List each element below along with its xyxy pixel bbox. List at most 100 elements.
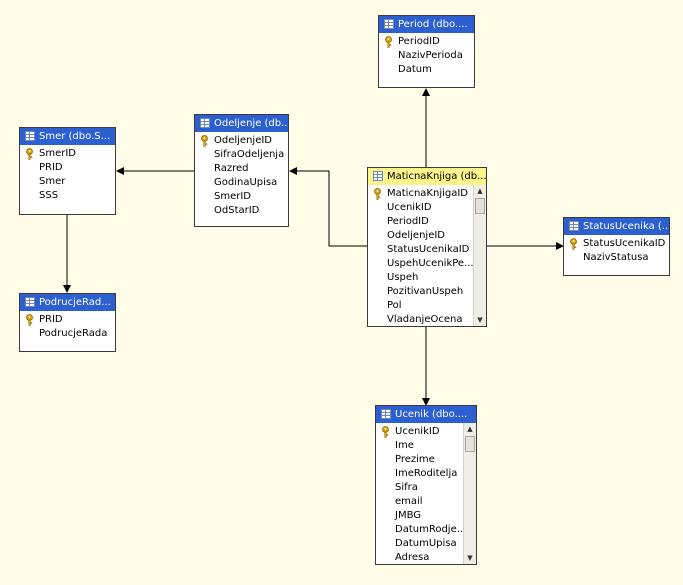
table-icon bbox=[25, 297, 35, 307]
column-row[interactable]: SmerID bbox=[195, 190, 288, 204]
table-header[interactable]: Period (dbo.... bbox=[379, 16, 474, 33]
table-icon bbox=[381, 409, 391, 419]
table-icon bbox=[569, 221, 579, 231]
table-header[interactable]: Ucenik (dbo.... bbox=[376, 406, 476, 423]
column-row[interactable]: PozitivanUspeh bbox=[368, 285, 486, 299]
column-row[interactable]: OdStarID bbox=[195, 204, 288, 218]
column-row[interactable]: OdeljenjeID bbox=[368, 229, 486, 243]
column-row[interactable]: Ime bbox=[376, 439, 476, 453]
table-header[interactable]: PodrucjeRad... bbox=[20, 294, 115, 311]
column-name: SSS bbox=[39, 190, 59, 201]
scroll-up-icon[interactable]: ▲ bbox=[467, 425, 473, 433]
column-row[interactable]: JMBG bbox=[376, 509, 476, 523]
scroll-down-icon[interactable]: ▼ bbox=[477, 316, 483, 324]
table-header[interactable]: Smer (dbo.S... bbox=[20, 128, 115, 145]
column-row[interactable]: StatusUcenikaID bbox=[368, 243, 486, 257]
column-row[interactable]: VladanjeOcena bbox=[368, 313, 486, 326]
column-name: Smer bbox=[39, 176, 66, 187]
column-name: UcenikID bbox=[395, 426, 440, 437]
column-name: Ime bbox=[395, 440, 414, 451]
column-row[interactable]: PeriodID bbox=[368, 215, 486, 229]
column-name: PRID bbox=[39, 314, 63, 325]
primary-key-icon bbox=[385, 36, 392, 48]
primary-key-icon bbox=[382, 426, 389, 438]
column-row[interactable]: NazivPerioda bbox=[379, 49, 474, 63]
vertical-scrollbar[interactable]: ▲▼ bbox=[463, 423, 476, 564]
column-row[interactable]: SmerID bbox=[20, 147, 115, 161]
column-row[interactable]: PeriodID bbox=[379, 35, 474, 49]
column-row[interactable]: StatusUcenikaID bbox=[564, 237, 669, 251]
column-name: ImeRoditelja bbox=[395, 468, 458, 479]
column-row[interactable]: ImeRoditelja bbox=[376, 467, 476, 481]
column-row[interactable]: UcenikID bbox=[376, 425, 476, 439]
column-row[interactable]: email bbox=[376, 495, 476, 509]
column-row[interactable]: UcenikID bbox=[368, 201, 486, 215]
column-name: Uspeh bbox=[387, 272, 419, 283]
scrollbar-thumb[interactable] bbox=[475, 198, 485, 214]
column-name: StatusUcenikaID bbox=[387, 244, 470, 255]
column-name: Prezime bbox=[395, 454, 435, 465]
column-list: PRID PodrucjeRada bbox=[20, 311, 115, 341]
table-statusucenika[interactable]: StatusUcenika (... StatusUcenikaID NazivSt… bbox=[563, 217, 670, 276]
column-row[interactable]: Adresa bbox=[376, 551, 476, 564]
scrollbar-thumb[interactable] bbox=[465, 436, 475, 452]
column-row[interactable]: DatumRodje... bbox=[376, 523, 476, 537]
column-name: VladanjeOcena bbox=[387, 314, 463, 325]
column-row[interactable]: Uspeh bbox=[368, 271, 486, 285]
column-name: PodrucjeRada bbox=[39, 328, 108, 339]
column-row[interactable]: Smer bbox=[20, 175, 115, 189]
column-name: StatusUcenikaID bbox=[583, 238, 666, 249]
column-row[interactable]: Sifra bbox=[376, 481, 476, 495]
column-row[interactable]: Prezime bbox=[376, 453, 476, 467]
column-name: MaticnaKnjigaID bbox=[387, 188, 468, 199]
column-row[interactable]: SSS bbox=[20, 189, 115, 203]
table-maticnaknjiga[interactable]: MaticnaKnjiga (db... MaticnaKnjigaID Uceni… bbox=[367, 167, 487, 327]
column-row[interactable]: UspehUcenikPe... bbox=[368, 257, 486, 271]
column-name: SmerID bbox=[39, 148, 77, 159]
table-header[interactable]: Odeljenje (db... bbox=[195, 115, 288, 132]
table-header[interactable]: MaticnaKnjiga (db... bbox=[368, 168, 486, 185]
table-title: Period (dbo.... bbox=[398, 19, 468, 30]
column-name: DatumRodje... bbox=[395, 524, 467, 535]
column-row[interactable]: OdeljenjeID bbox=[195, 134, 288, 148]
column-name: OdStarID bbox=[214, 205, 260, 216]
column-name: SmerID bbox=[214, 191, 252, 202]
column-row[interactable]: SifraOdeljenja bbox=[195, 148, 288, 162]
scroll-down-icon[interactable]: ▼ bbox=[467, 554, 473, 562]
vertical-scrollbar[interactable]: ▲▼ bbox=[473, 185, 486, 326]
column-name: NazivPerioda bbox=[398, 50, 463, 61]
column-name: NazivStatusa bbox=[583, 252, 649, 263]
primary-key-icon bbox=[201, 135, 208, 147]
column-name: PeriodID bbox=[387, 216, 429, 227]
table-podrucjerada[interactable]: PodrucjeRad... PRID PodrucjeRada bbox=[19, 293, 116, 352]
relationship-maticnaknjiga-odeljenje[interactable] bbox=[289, 167, 367, 247]
column-name: Pol bbox=[387, 300, 402, 311]
column-name: SifraOdeljenja bbox=[214, 149, 285, 160]
table-icon bbox=[373, 171, 383, 181]
column-row[interactable]: Razred bbox=[195, 162, 288, 176]
primary-key-icon bbox=[26, 314, 33, 326]
column-row[interactable]: MaticnaKnjigaID bbox=[368, 187, 486, 201]
column-row[interactable]: PodrucjeRada bbox=[20, 327, 115, 341]
column-row[interactable]: DatumUpisa bbox=[376, 537, 476, 551]
column-list: StatusUcenikaID NazivStatusa bbox=[564, 235, 669, 265]
table-icon bbox=[384, 19, 394, 29]
column-row[interactable]: GodinaUpisa bbox=[195, 176, 288, 190]
column-row[interactable]: Pol bbox=[368, 299, 486, 313]
column-row[interactable]: Datum bbox=[379, 63, 474, 77]
column-row[interactable]: PRID bbox=[20, 161, 115, 175]
column-row[interactable]: PRID bbox=[20, 313, 115, 327]
scroll-up-icon[interactable]: ▲ bbox=[477, 187, 483, 195]
table-header[interactable]: StatusUcenika (... bbox=[564, 218, 669, 235]
column-name: UspehUcenikPe... bbox=[387, 258, 474, 269]
column-row[interactable]: NazivStatusa bbox=[564, 251, 669, 265]
column-name: JMBG bbox=[395, 510, 422, 521]
column-name: PeriodID bbox=[398, 36, 440, 47]
